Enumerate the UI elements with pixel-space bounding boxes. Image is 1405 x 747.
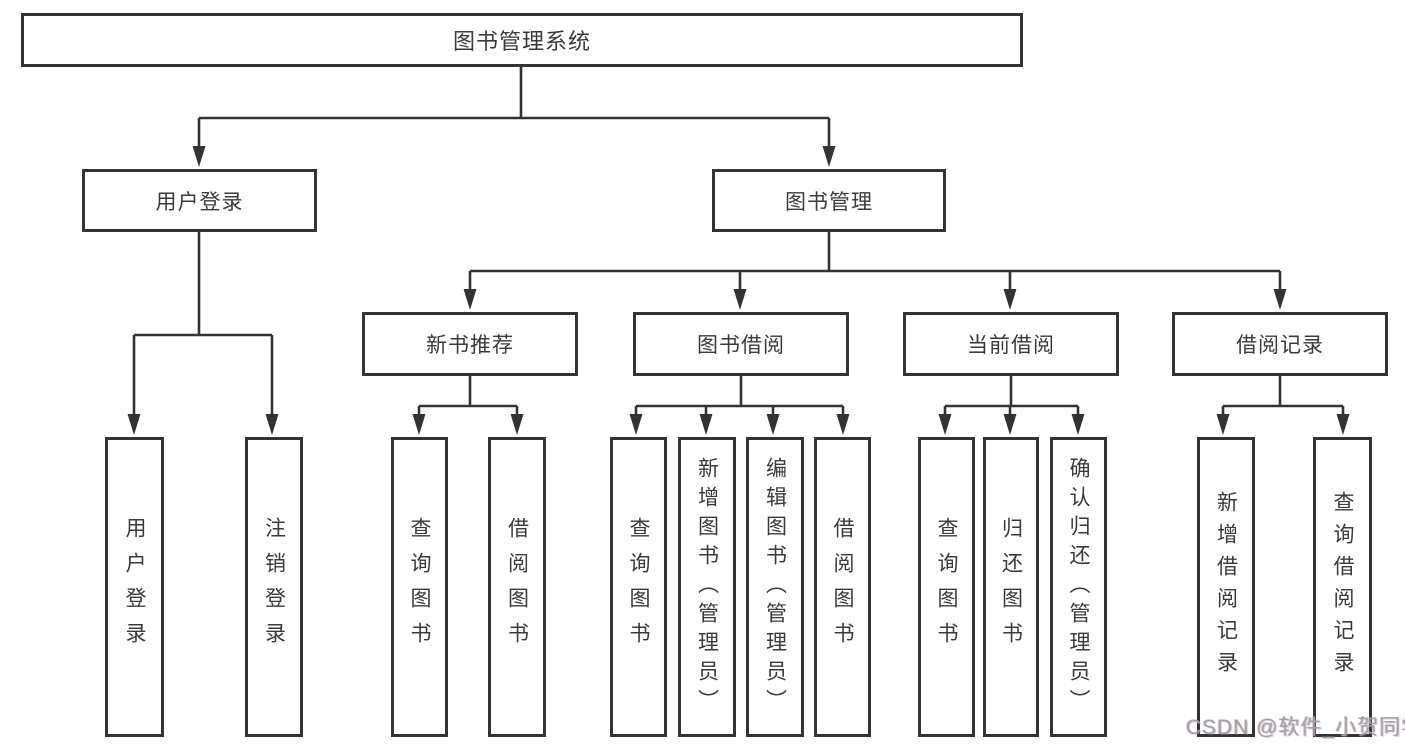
leaf-bb-edit-books-admin-label: 编辑图书（管理员） [763, 456, 787, 718]
leaf-nbr-query-books-label: 查询图书 [408, 517, 431, 657]
leaf-br-query-record-label: 查询借阅记录 [1331, 491, 1354, 683]
leaf-logout-login-label: 注销登录 [262, 517, 286, 657]
leaf-cb-query-books-label: 查询图书 [935, 517, 958, 657]
leaf-bb-add-books-admin: 新增图书（管理员） [678, 437, 736, 737]
leaf-nbr-borrow-books-label: 借阅图书 [505, 517, 529, 657]
node-library-system: 图书管理系统 [21, 13, 1023, 67]
node-book-management: 图书管理 [712, 169, 946, 232]
leaf-cb-confirm-return-admin: 确认归还（管理员） [1050, 437, 1107, 737]
arrowhead-icons [127, 146, 1350, 435]
leaf-br-query-record: 查询借阅记录 [1313, 437, 1372, 737]
leaf-logout-login: 注销登录 [245, 437, 303, 737]
leaf-cb-confirm-return-admin-label: 确认归还（管理员） [1067, 456, 1090, 718]
leaf-nbr-query-books: 查询图书 [391, 437, 448, 737]
node-current-borrowing: 当前借阅 [903, 312, 1119, 376]
leaf-bb-add-books-admin-label: 新增图书（管理员） [695, 456, 719, 718]
leaf-bb-borrow-books: 借阅图书 [814, 437, 871, 737]
leaf-br-add-record: 新增借阅记录 [1197, 437, 1255, 737]
leaf-user-login-label: 用户登录 [123, 517, 146, 657]
node-borrowing-records: 借阅记录 [1172, 312, 1388, 376]
leaf-cb-return-books: 归还图书 [983, 437, 1039, 737]
leaf-cb-query-books: 查询图书 [918, 437, 975, 737]
leaf-nbr-borrow-books: 借阅图书 [488, 437, 546, 737]
leaf-bb-borrow-books-label: 借阅图书 [831, 517, 854, 657]
leaf-bb-query-books-label: 查询图书 [627, 517, 650, 657]
node-new-book-recommend: 新书推荐 [362, 312, 578, 376]
leaf-user-login: 用户登录 [105, 437, 164, 737]
leaf-bb-edit-books-admin: 编辑图书（管理员） [746, 437, 804, 737]
leaf-br-add-record-label: 新增借阅记录 [1214, 491, 1238, 683]
node-book-borrowing: 图书借阅 [633, 312, 849, 376]
leaf-cb-return-books-label: 归还图书 [999, 517, 1023, 657]
csdn-watermark: CSDN @软件_小贺同学 [1186, 716, 1405, 739]
node-user-login: 用户登录 [82, 169, 317, 232]
leaf-bb-query-books: 查询图书 [610, 437, 667, 737]
